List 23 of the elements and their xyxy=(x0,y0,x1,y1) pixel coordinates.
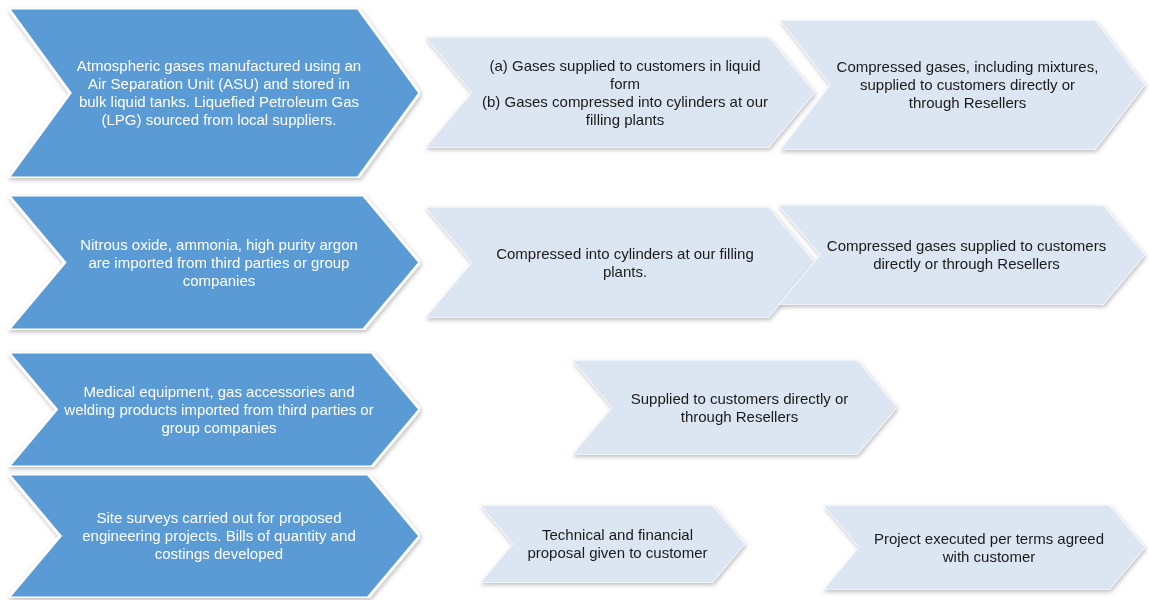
step-text: Compressed into cylinders at our filling plants. xyxy=(495,244,755,281)
chevron-step xyxy=(780,20,1145,150)
chevron-step xyxy=(425,37,815,148)
chevron-step xyxy=(480,505,745,583)
step-text: Technical and financial proposal given to customer xyxy=(526,526,709,562)
step-text: Medical equipment, gas accessories and welding products imported from third parties or group companies xyxy=(63,382,375,437)
chevron-step xyxy=(8,474,420,598)
chevron-step xyxy=(8,8,420,178)
step-text: Project executed per terms agreed with customer xyxy=(872,529,1106,566)
chevron-step xyxy=(425,207,815,318)
chevron-step xyxy=(823,505,1145,590)
step-text: Compressed gases, including mixtures, supplied to customers directly or through Resellers xyxy=(836,58,1099,112)
step-text: (b) Gases compressed into cylinders at our filling plants xyxy=(481,92,769,129)
chevron-step xyxy=(778,205,1145,305)
step-text: (a) Gases supplied to customers in liquid form xyxy=(488,56,762,93)
step-text: Compressed gases supplied to customers directly or through Resellers xyxy=(826,237,1107,273)
step-text: Site surveys carried out for proposed engineering projects. Bills of quantity and costings developed xyxy=(81,509,357,563)
step-text: Atmospheric gases manufactured using an Air Separation Unit (ASU) and stored in bulk liquid tanks. Liquefied Petroleum Gas (LPG) sourced from local suppliers. xyxy=(76,57,362,129)
chevron-step xyxy=(572,360,897,455)
step-text: Supplied to customers directly or through Resellers xyxy=(629,389,850,426)
chevron-step xyxy=(8,195,420,330)
chevron-step xyxy=(8,352,420,467)
step-text: Nitrous oxide, ammonia, high purity argon are imported from third parties or group companies xyxy=(79,235,359,290)
